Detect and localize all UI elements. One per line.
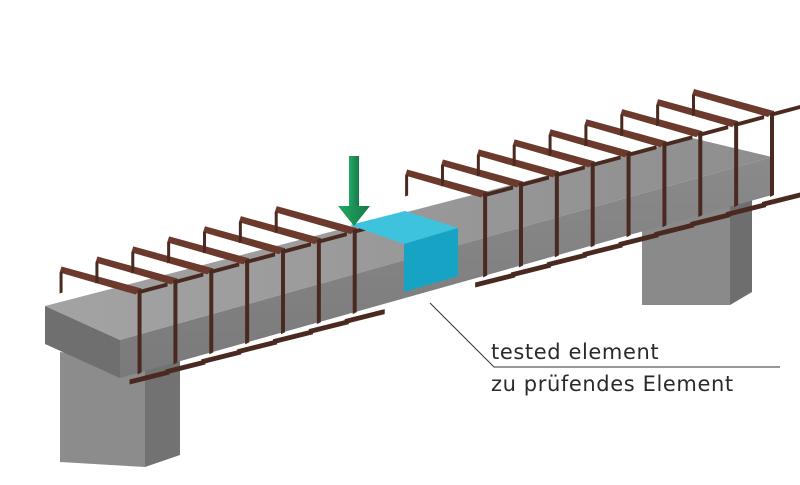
- stirrup-front-leg: [770, 111, 774, 197]
- upper-stirrups: [59, 89, 800, 375]
- stirrup-front-tab: [209, 262, 240, 275]
- stirrup-bottom-bar: [475, 272, 516, 288]
- stirrup-front-leg: [734, 121, 739, 208]
- stirrup-bottom-bar: [582, 242, 623, 258]
- stirrup-rear-leg: [512, 144, 516, 167]
- stirrup-bottom-bar: [654, 222, 695, 238]
- stirrup-front-leg: [316, 238, 321, 325]
- stirrup-bottom-bar: [618, 232, 659, 248]
- stirrup-front-leg: [698, 131, 703, 218]
- stirrup-front-tab: [590, 155, 621, 168]
- stirrup-front-tab: [698, 125, 729, 138]
- stirrup-bottom-bar: [237, 339, 278, 355]
- stirrup-front-tab: [518, 175, 549, 188]
- stirrup-rear-leg: [692, 94, 695, 116]
- stirrup-top-bar: [584, 119, 667, 148]
- stirrup-rear-leg: [584, 124, 588, 147]
- stirrup-front-leg: [554, 171, 559, 258]
- stirrup-rear-leg: [203, 231, 206, 254]
- stirrup-rear-leg: [656, 104, 660, 127]
- stirrup-front-tab: [483, 185, 514, 198]
- stirrup-front-tab: [281, 242, 311, 255]
- stirrup-top-bar: [274, 206, 357, 235]
- stirrup-rear-leg: [59, 271, 63, 294]
- stirrup-front-tab: [245, 252, 276, 265]
- stirrup-front-tab: [734, 115, 765, 128]
- stirrup-bottom-bar: [308, 319, 349, 335]
- stirrup-bottom-bar: [344, 309, 385, 325]
- stirrup-front-tab: [554, 165, 585, 178]
- stirrup-front-leg: [662, 141, 667, 228]
- stirrup-front-tab: [173, 272, 204, 285]
- stirrup-bottom-bar: [129, 369, 170, 385]
- stirrup-front-leg: [281, 248, 285, 335]
- stirrup-rear-leg: [440, 164, 444, 187]
- stirrup-bottom-bar: [273, 329, 313, 345]
- stirrup-top-bar: [548, 129, 631, 158]
- stirrup-front-leg: [590, 161, 595, 248]
- stirrup-top-bar: [440, 159, 523, 188]
- stirrup-rear-leg: [620, 114, 624, 137]
- stirrup-bottom-bar: [762, 192, 800, 207]
- stirrup-bottom-bar: [546, 252, 587, 268]
- stirrup-top-bar: [692, 89, 774, 117]
- stirrup-bottom-bar: [201, 349, 242, 365]
- stirrup-top-bar: [405, 169, 488, 198]
- stirrup-front-tab: [662, 135, 693, 148]
- stirrup-top-bar: [167, 236, 250, 265]
- stirrup-rear-leg: [95, 261, 99, 284]
- stirrup-rear-leg: [405, 174, 409, 197]
- stirrup-rear-leg: [131, 251, 135, 274]
- left-support: [60, 350, 180, 467]
- stirrup-bottom-bar: [510, 262, 551, 278]
- stirrup-top-bar: [238, 216, 321, 245]
- lower-stirrups: [129, 192, 800, 385]
- stirrup-front-leg: [209, 268, 214, 355]
- stirrup-rear-leg: [548, 134, 552, 157]
- stirrup-bottom-bar: [726, 202, 767, 218]
- stirrup-top-bar: [476, 149, 559, 178]
- stirrup-front-tab: [316, 232, 347, 245]
- label-zu-pruefendes-element: zu prüfendes Element: [491, 372, 734, 396]
- stirrup-front-leg: [626, 151, 631, 238]
- stirrup-top-bar: [59, 266, 142, 295]
- stirrup-bottom-bar: [165, 359, 206, 375]
- stirrup-front-leg: [483, 191, 488, 278]
- stirrup-top-bar: [512, 139, 595, 168]
- label-tested-element: tested element: [491, 340, 660, 364]
- stirrup-top-bar: [95, 256, 178, 285]
- stirrup-top-bar: [620, 109, 703, 138]
- stirrup-front-leg: [352, 228, 357, 315]
- stirrup-front-tab: [770, 105, 800, 117]
- down-arrow-icon: [338, 156, 370, 226]
- stirrup-rear-leg: [167, 241, 171, 264]
- stirrup-rear-leg: [274, 211, 278, 234]
- stirrup-front-leg: [518, 181, 523, 268]
- leader-line: [429, 302, 780, 368]
- stirrup-front-leg: [137, 288, 142, 375]
- stirrup-front-tab: [137, 282, 168, 295]
- stirrup-bottom-bar: [690, 212, 731, 228]
- stirrup-top-bar: [203, 226, 285, 255]
- stirrup-front-leg: [173, 278, 178, 365]
- stirrup-top-bar: [131, 246, 214, 275]
- stirrup-rear-leg: [476, 154, 480, 177]
- stirrup-rear-leg: [238, 221, 242, 244]
- stirrup-front-tab: [626, 145, 657, 158]
- stirrup-top-bar: [656, 99, 739, 128]
- stirrup-front-leg: [245, 258, 250, 345]
- tested-element: [350, 211, 458, 292]
